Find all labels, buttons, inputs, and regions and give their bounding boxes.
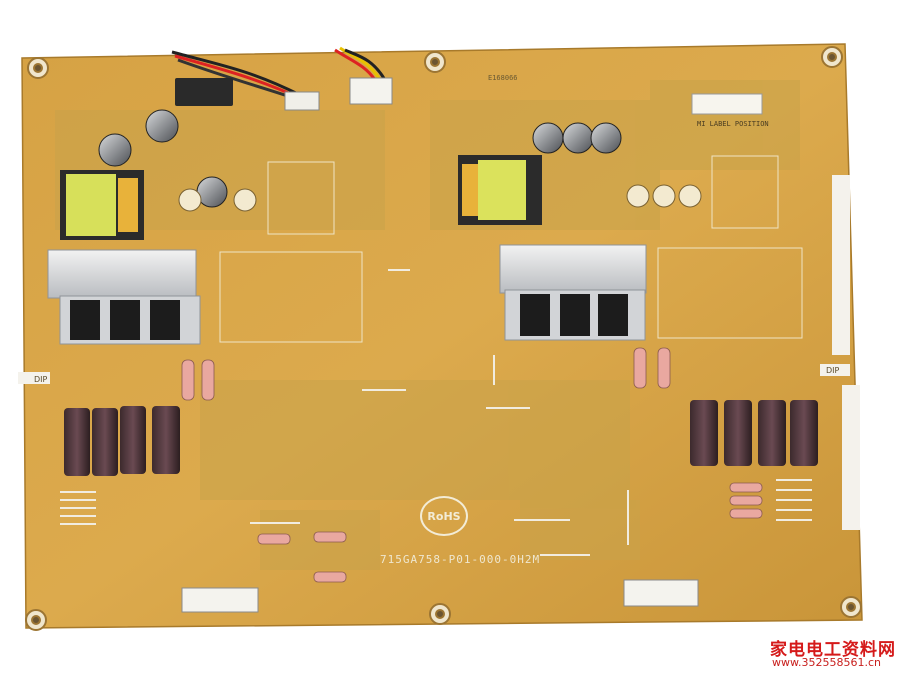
connector-bottom-left xyxy=(181,587,259,613)
watermark-site-url: www.352558561.cn xyxy=(772,656,881,669)
dip-arrow-right xyxy=(820,364,850,376)
dip-marker-left: DIP xyxy=(34,375,48,384)
board-part-number: 715GA758-P01-000-0H2M xyxy=(380,553,541,566)
transformer-left xyxy=(60,170,144,240)
dip-marker-right: DIP xyxy=(826,366,840,375)
resistors xyxy=(181,347,763,583)
certification-code: E168066 xyxy=(488,74,518,82)
transformer-right xyxy=(458,155,542,225)
cap-footprints xyxy=(178,184,702,212)
bulk-capacitors-left xyxy=(64,406,180,476)
connectors-top xyxy=(175,77,393,111)
mounting-holes xyxy=(25,46,862,631)
small-capacitors xyxy=(98,109,622,208)
heatsink-right xyxy=(499,244,647,341)
copper-trace-areas xyxy=(55,80,800,570)
label-sticker xyxy=(691,93,763,115)
rohs-mark: RoHS xyxy=(420,496,468,536)
edge-tape-top xyxy=(832,175,850,355)
edge-tape-bottom xyxy=(842,385,860,530)
label-position-text: MI LABEL POSITION xyxy=(697,120,769,128)
bulk-capacitors-right xyxy=(690,400,818,466)
silkscreen-outlines xyxy=(219,155,803,343)
dip-arrow-left xyxy=(18,372,50,384)
connector-bottom-right xyxy=(623,579,699,607)
jumper-wires xyxy=(60,269,812,556)
watermark-site-name: 家电电工资料网 xyxy=(770,640,896,660)
heatsink-left xyxy=(47,249,201,345)
